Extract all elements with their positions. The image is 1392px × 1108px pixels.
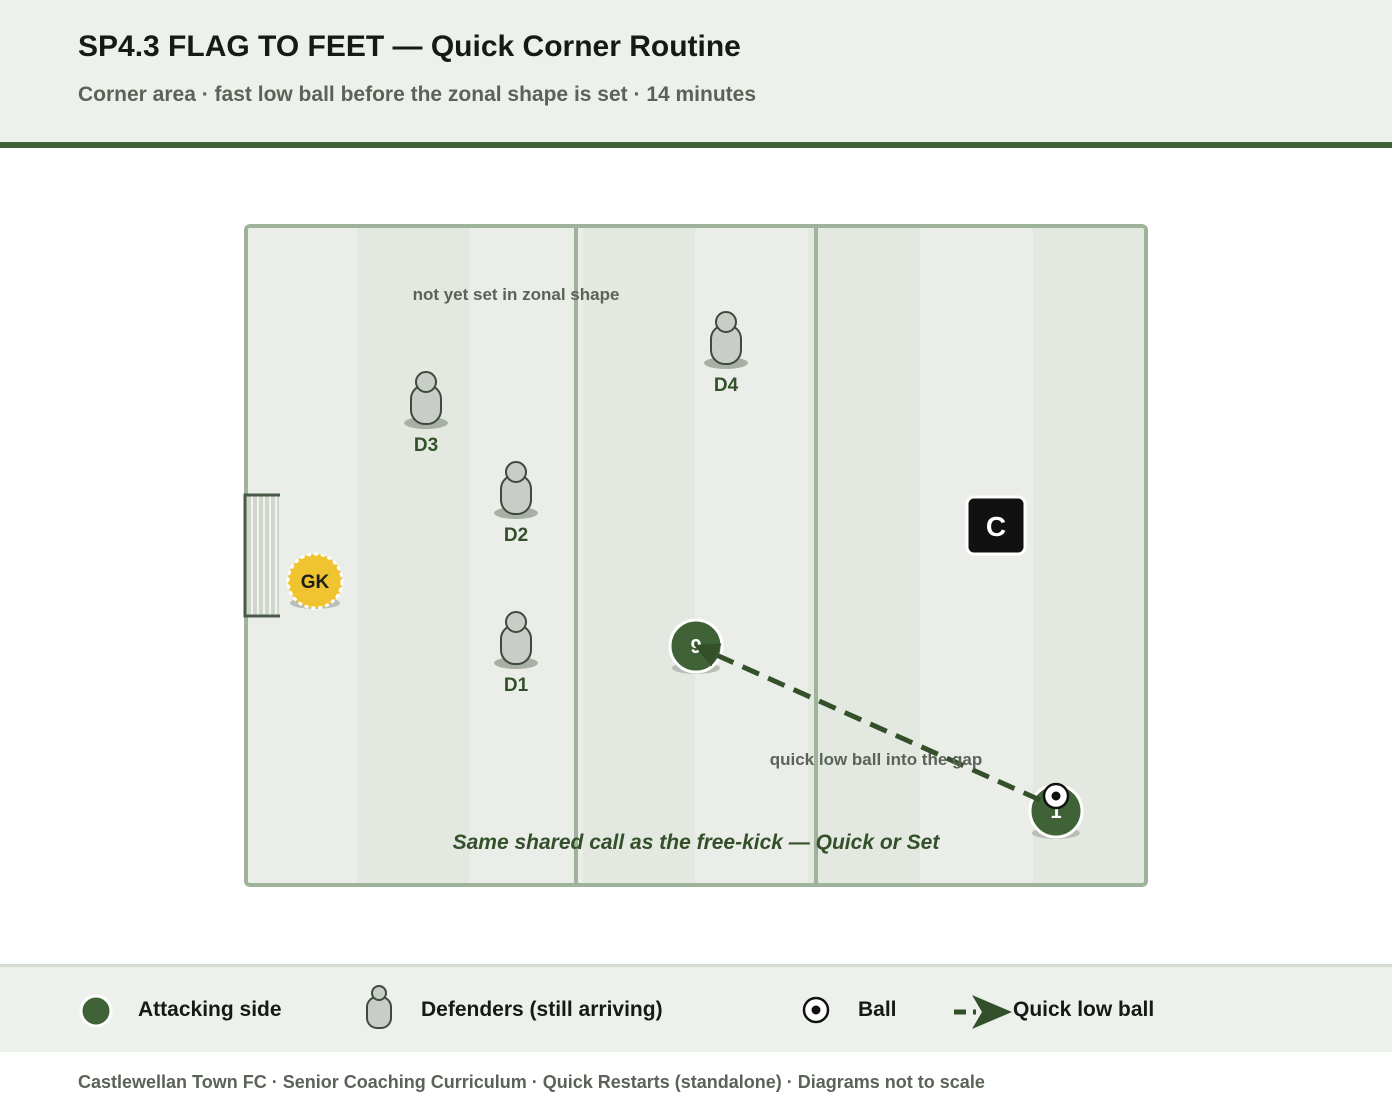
defender-label: D1 (504, 675, 529, 696)
attacking-side-icon (79, 994, 113, 1028)
legend-attacking-side: Attacking side (138, 998, 282, 1021)
coach-label: C (986, 511, 1006, 542)
defender-label: D3 (414, 435, 438, 456)
attacker-number: 9 (690, 636, 701, 658)
pass-note: quick low ball into the gap (770, 750, 983, 769)
goalkeeper: GK (286, 552, 344, 610)
header-bar: SP4.3 FLAG TO FEET — Quick Corner Routin… (0, 0, 1392, 142)
defender-label: D4 (714, 375, 739, 396)
pitch-stripe (358, 226, 470, 885)
defender-d4: D4 (704, 311, 748, 396)
defender-d3: D3 (404, 371, 448, 456)
legend-defenders: Defenders (still arriving) (421, 998, 663, 1021)
shared-call-note: Same shared call as the free-kick — Quic… (453, 831, 941, 854)
pitch-stripe (583, 226, 695, 885)
defender-d1: D1 (494, 611, 538, 696)
defender-icon (366, 985, 392, 1029)
quick-low-ball-arrow-icon (954, 995, 1012, 1029)
pitch-stripe (808, 226, 920, 885)
defender-label: D2 (504, 525, 528, 546)
ball-icon (1042, 782, 1070, 810)
quick-low-ball-arrow (693, 643, 1042, 803)
page-title: SP4.3 FLAG TO FEET — Quick Corner Routin… (78, 30, 741, 63)
coach-marker: C (965, 495, 1027, 556)
pitch-stripe (1033, 226, 1146, 885)
page-subtitle: Corner area · fast low ball before the z… (78, 83, 757, 106)
ball-icon (802, 996, 830, 1024)
attacker-number: 1 (1050, 801, 1061, 823)
goal-icon (243, 493, 280, 618)
zonal-shape-note: not yet set in zonal shape (413, 285, 620, 304)
footer-credit: Castlewellan Town FC · Senior Coaching C… (78, 1072, 985, 1092)
attacker-receiver: 9 (668, 618, 724, 674)
defender-d2: D2 (494, 461, 538, 546)
header-divider (0, 142, 1392, 148)
goalkeeper-label: GK (301, 572, 330, 593)
legend: Attacking side Defenders (still arriving… (0, 964, 1392, 1052)
legend-quick-low-ball: Quick low ball (1013, 998, 1155, 1021)
legend-ball: Ball (858, 998, 897, 1021)
